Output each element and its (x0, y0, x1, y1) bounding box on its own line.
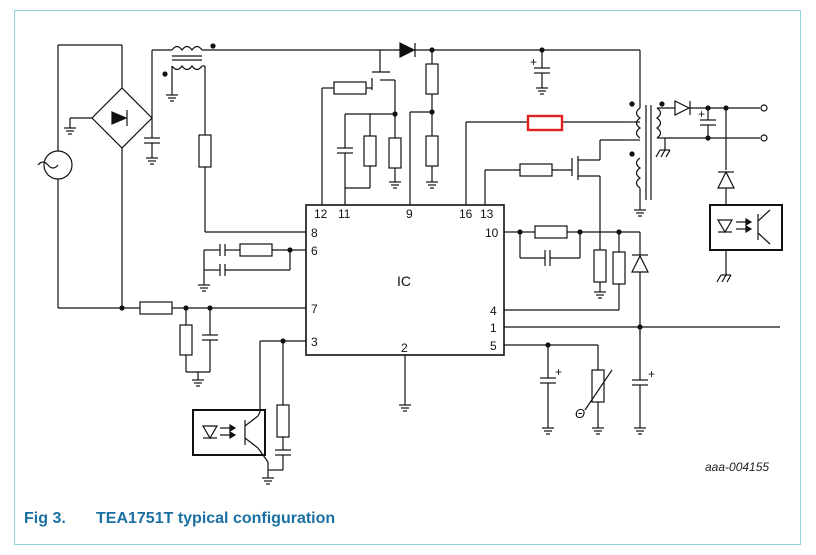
pin-3: 3 (311, 335, 318, 349)
bridge-rectifier (64, 45, 153, 308)
pin7-network (122, 301, 306, 387)
plus-sign: + (698, 107, 705, 121)
pin13-network (484, 139, 625, 250)
figure-frame (14, 10, 801, 545)
pin-7: 7 (311, 302, 318, 316)
pin-6: 6 (311, 244, 318, 258)
figure-code: aaa-004155 (705, 460, 770, 474)
input-choke (152, 45, 400, 233)
pin-9: 9 (406, 207, 413, 221)
pin-10: 10 (485, 226, 499, 240)
optocoupler-left (192, 409, 269, 463)
optocoupler-right (709, 204, 783, 283)
figure-number: Fig 3. (24, 510, 66, 527)
ic-label: IC (397, 273, 411, 289)
pin-16: 16 (459, 207, 473, 221)
dot-marker (162, 71, 168, 77)
plus-sign: + (530, 55, 537, 69)
bulk-capacitor (144, 118, 160, 165)
plus-sign: + (648, 367, 655, 381)
gate-resistor-top (321, 81, 367, 205)
pin-12: 12 (314, 207, 328, 221)
figure-caption: Fig 3. TEA1751T typical configuration (24, 510, 335, 528)
pin5-network (504, 344, 613, 435)
ac-source (37, 44, 122, 309)
figure-title: TEA1751T typical configuration (96, 510, 336, 527)
pin11-network (337, 108, 402, 205)
pin-4: 4 (490, 304, 497, 318)
pin6-network (198, 243, 306, 292)
divider-resistors (409, 50, 439, 205)
theta-symbol: Θ (575, 406, 585, 421)
pin-13: 13 (480, 207, 494, 221)
pin-5: 5 (490, 339, 497, 353)
pin16-network (465, 121, 625, 205)
plus-sign: + (555, 365, 562, 379)
pin-1: 1 (490, 321, 497, 335)
highlighted-resistor (526, 114, 564, 132)
pin2-ground (399, 355, 411, 412)
pin-2: 2 (401, 341, 408, 355)
dot-marker (210, 43, 216, 49)
pin-11: 11 (338, 207, 351, 221)
top-diode (399, 42, 641, 108)
transformer (625, 105, 675, 217)
top-mosfet (366, 50, 396, 108)
pin-8: 8 (311, 226, 318, 240)
output-stage (665, 100, 768, 205)
